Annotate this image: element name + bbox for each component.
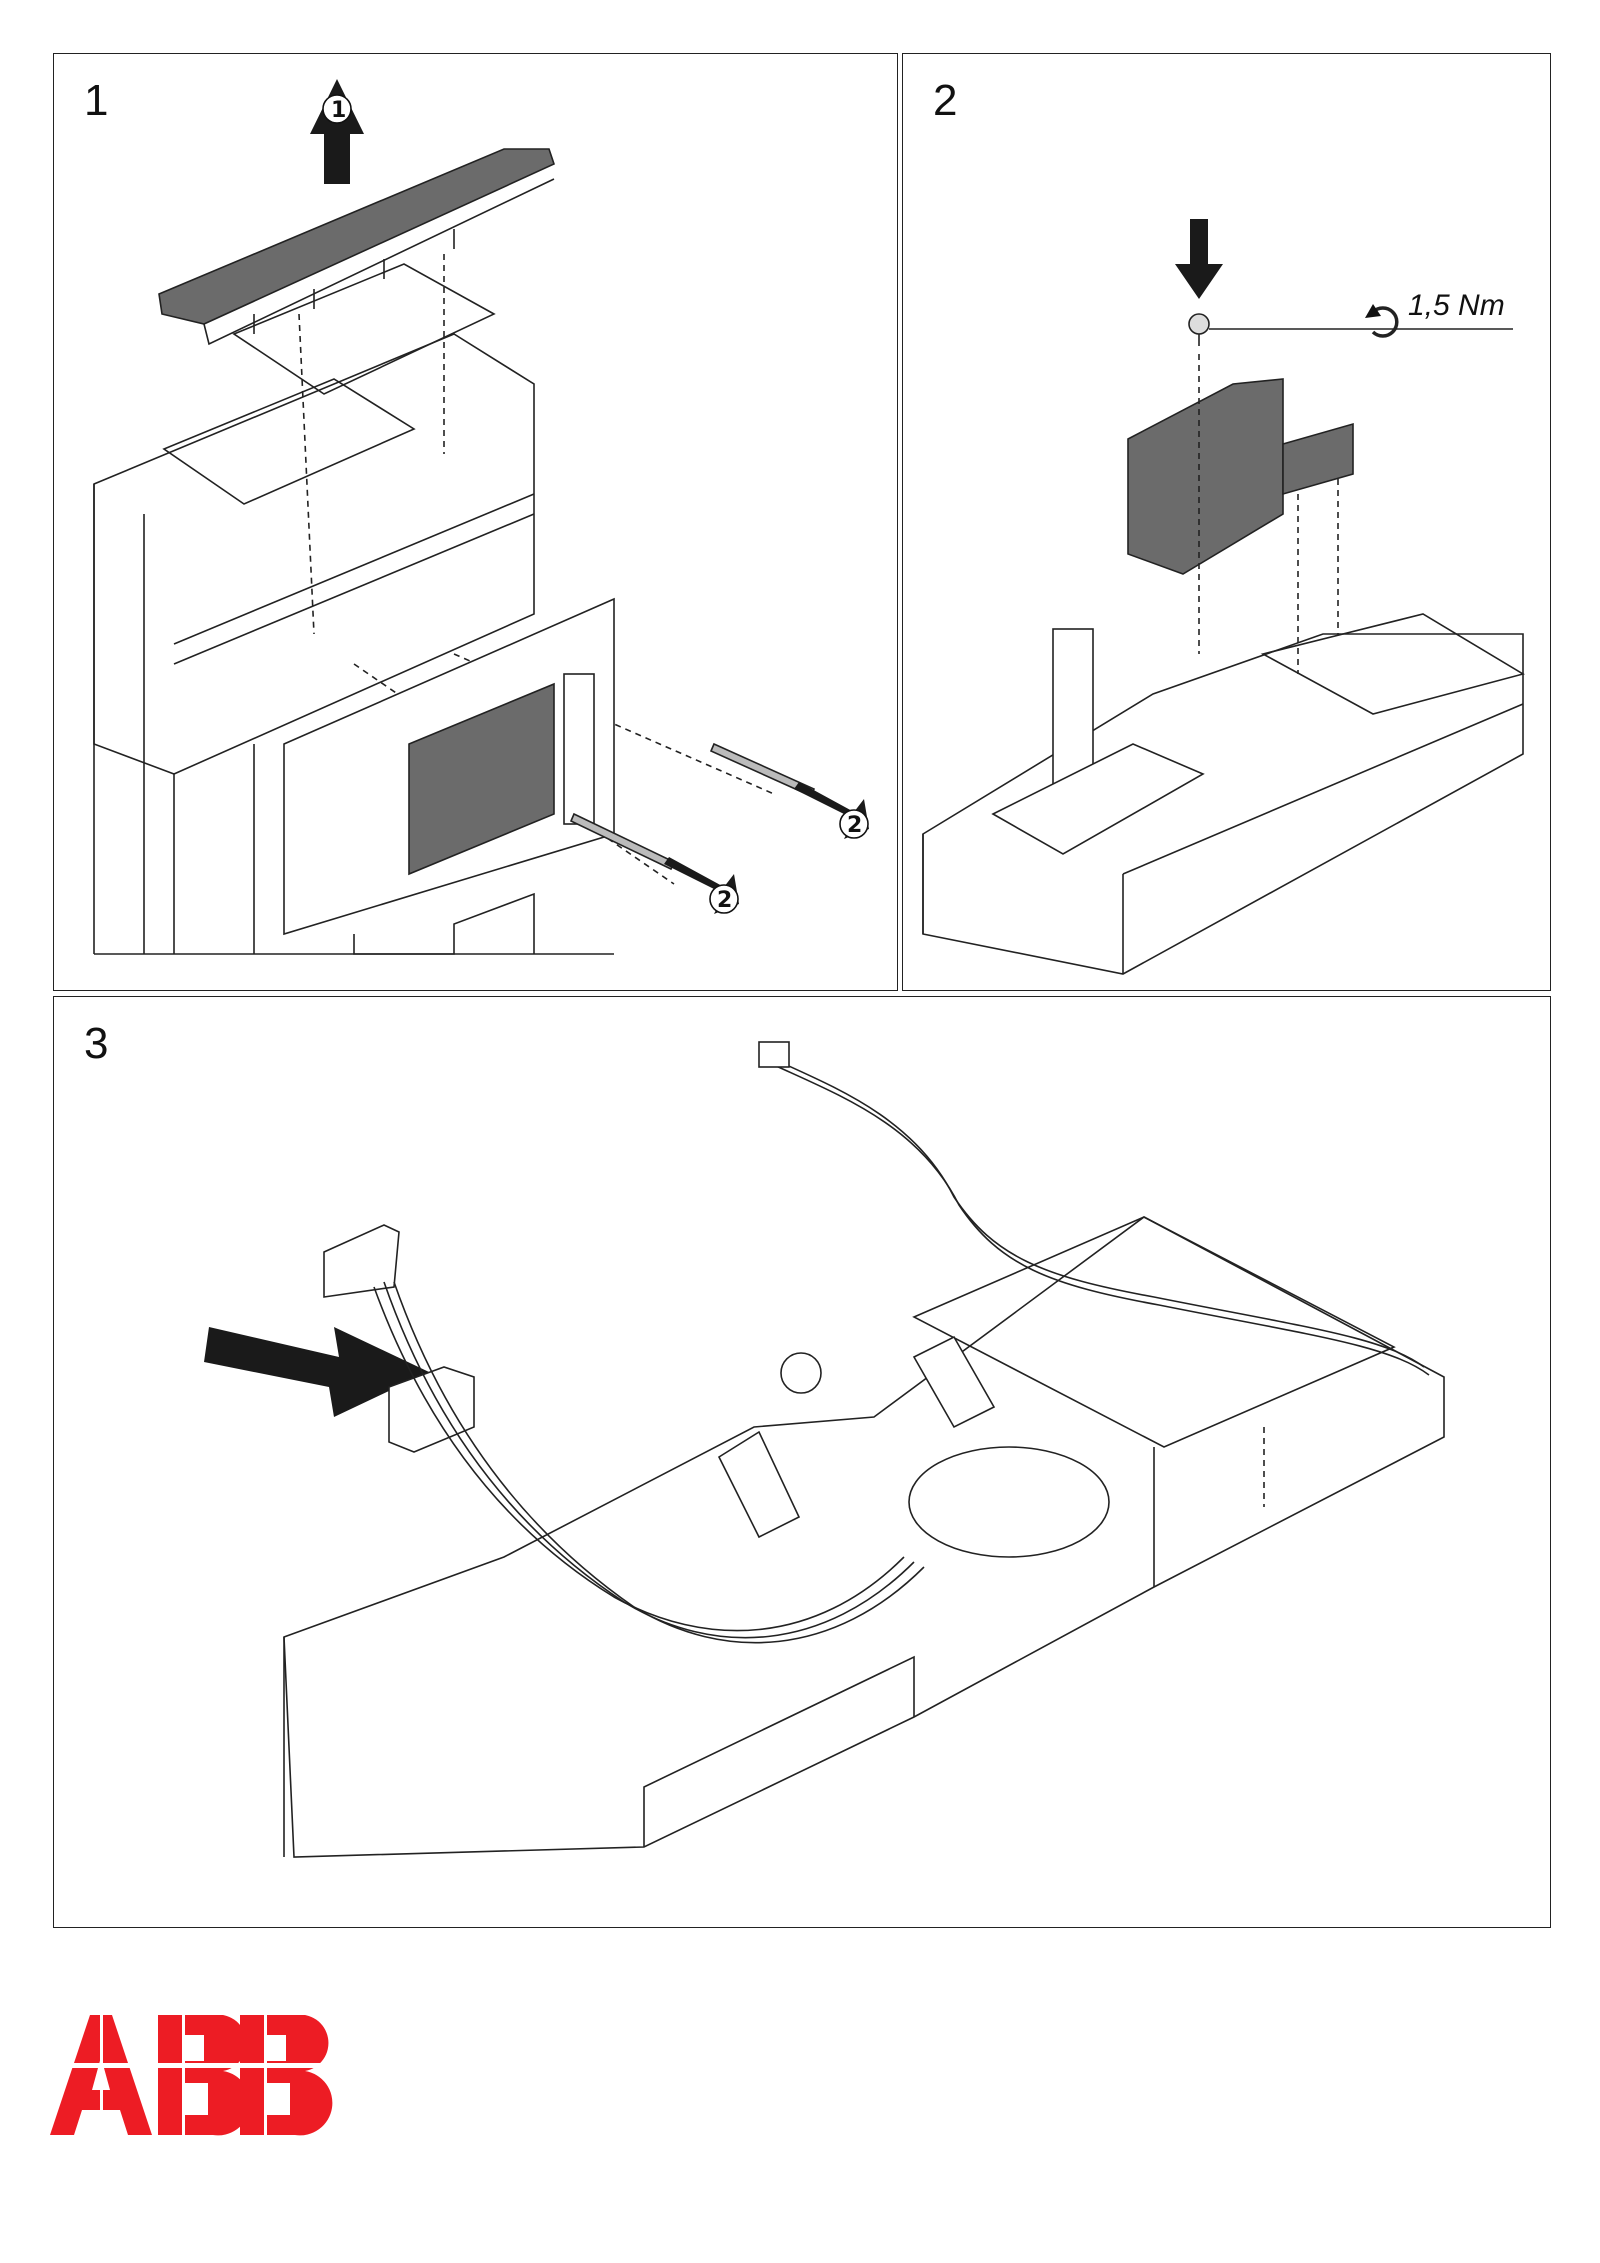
arrow-right-icon bbox=[204, 1327, 429, 1417]
torque-value: 1,5 Nm bbox=[1408, 289, 1505, 322]
step-number: 1 bbox=[84, 76, 109, 125]
callout-2a: 2 bbox=[847, 813, 862, 838]
step-number: 3 bbox=[84, 1019, 109, 1068]
step-1-illustration: 1 bbox=[93, 79, 869, 955]
abb-logo bbox=[50, 2015, 350, 2136]
arrow-up-icon bbox=[310, 79, 364, 184]
step-panel-1: 1 1 bbox=[53, 53, 898, 991]
arrow-down-icon bbox=[1175, 219, 1223, 299]
torque-rotate-icon bbox=[1365, 304, 1399, 338]
step-2-illustration bbox=[922, 219, 1526, 975]
step-panel-3: 3 bbox=[53, 996, 1551, 1928]
step-3-illustration bbox=[204, 1041, 1445, 1858]
arrow-right-icon bbox=[794, 782, 869, 839]
arrow-right-icon bbox=[664, 857, 739, 914]
step-number: 2 bbox=[933, 76, 958, 125]
callout-2b: 2 bbox=[717, 888, 732, 913]
step-panel-2: 2 bbox=[902, 53, 1551, 991]
callout-1: 1 bbox=[331, 98, 346, 123]
